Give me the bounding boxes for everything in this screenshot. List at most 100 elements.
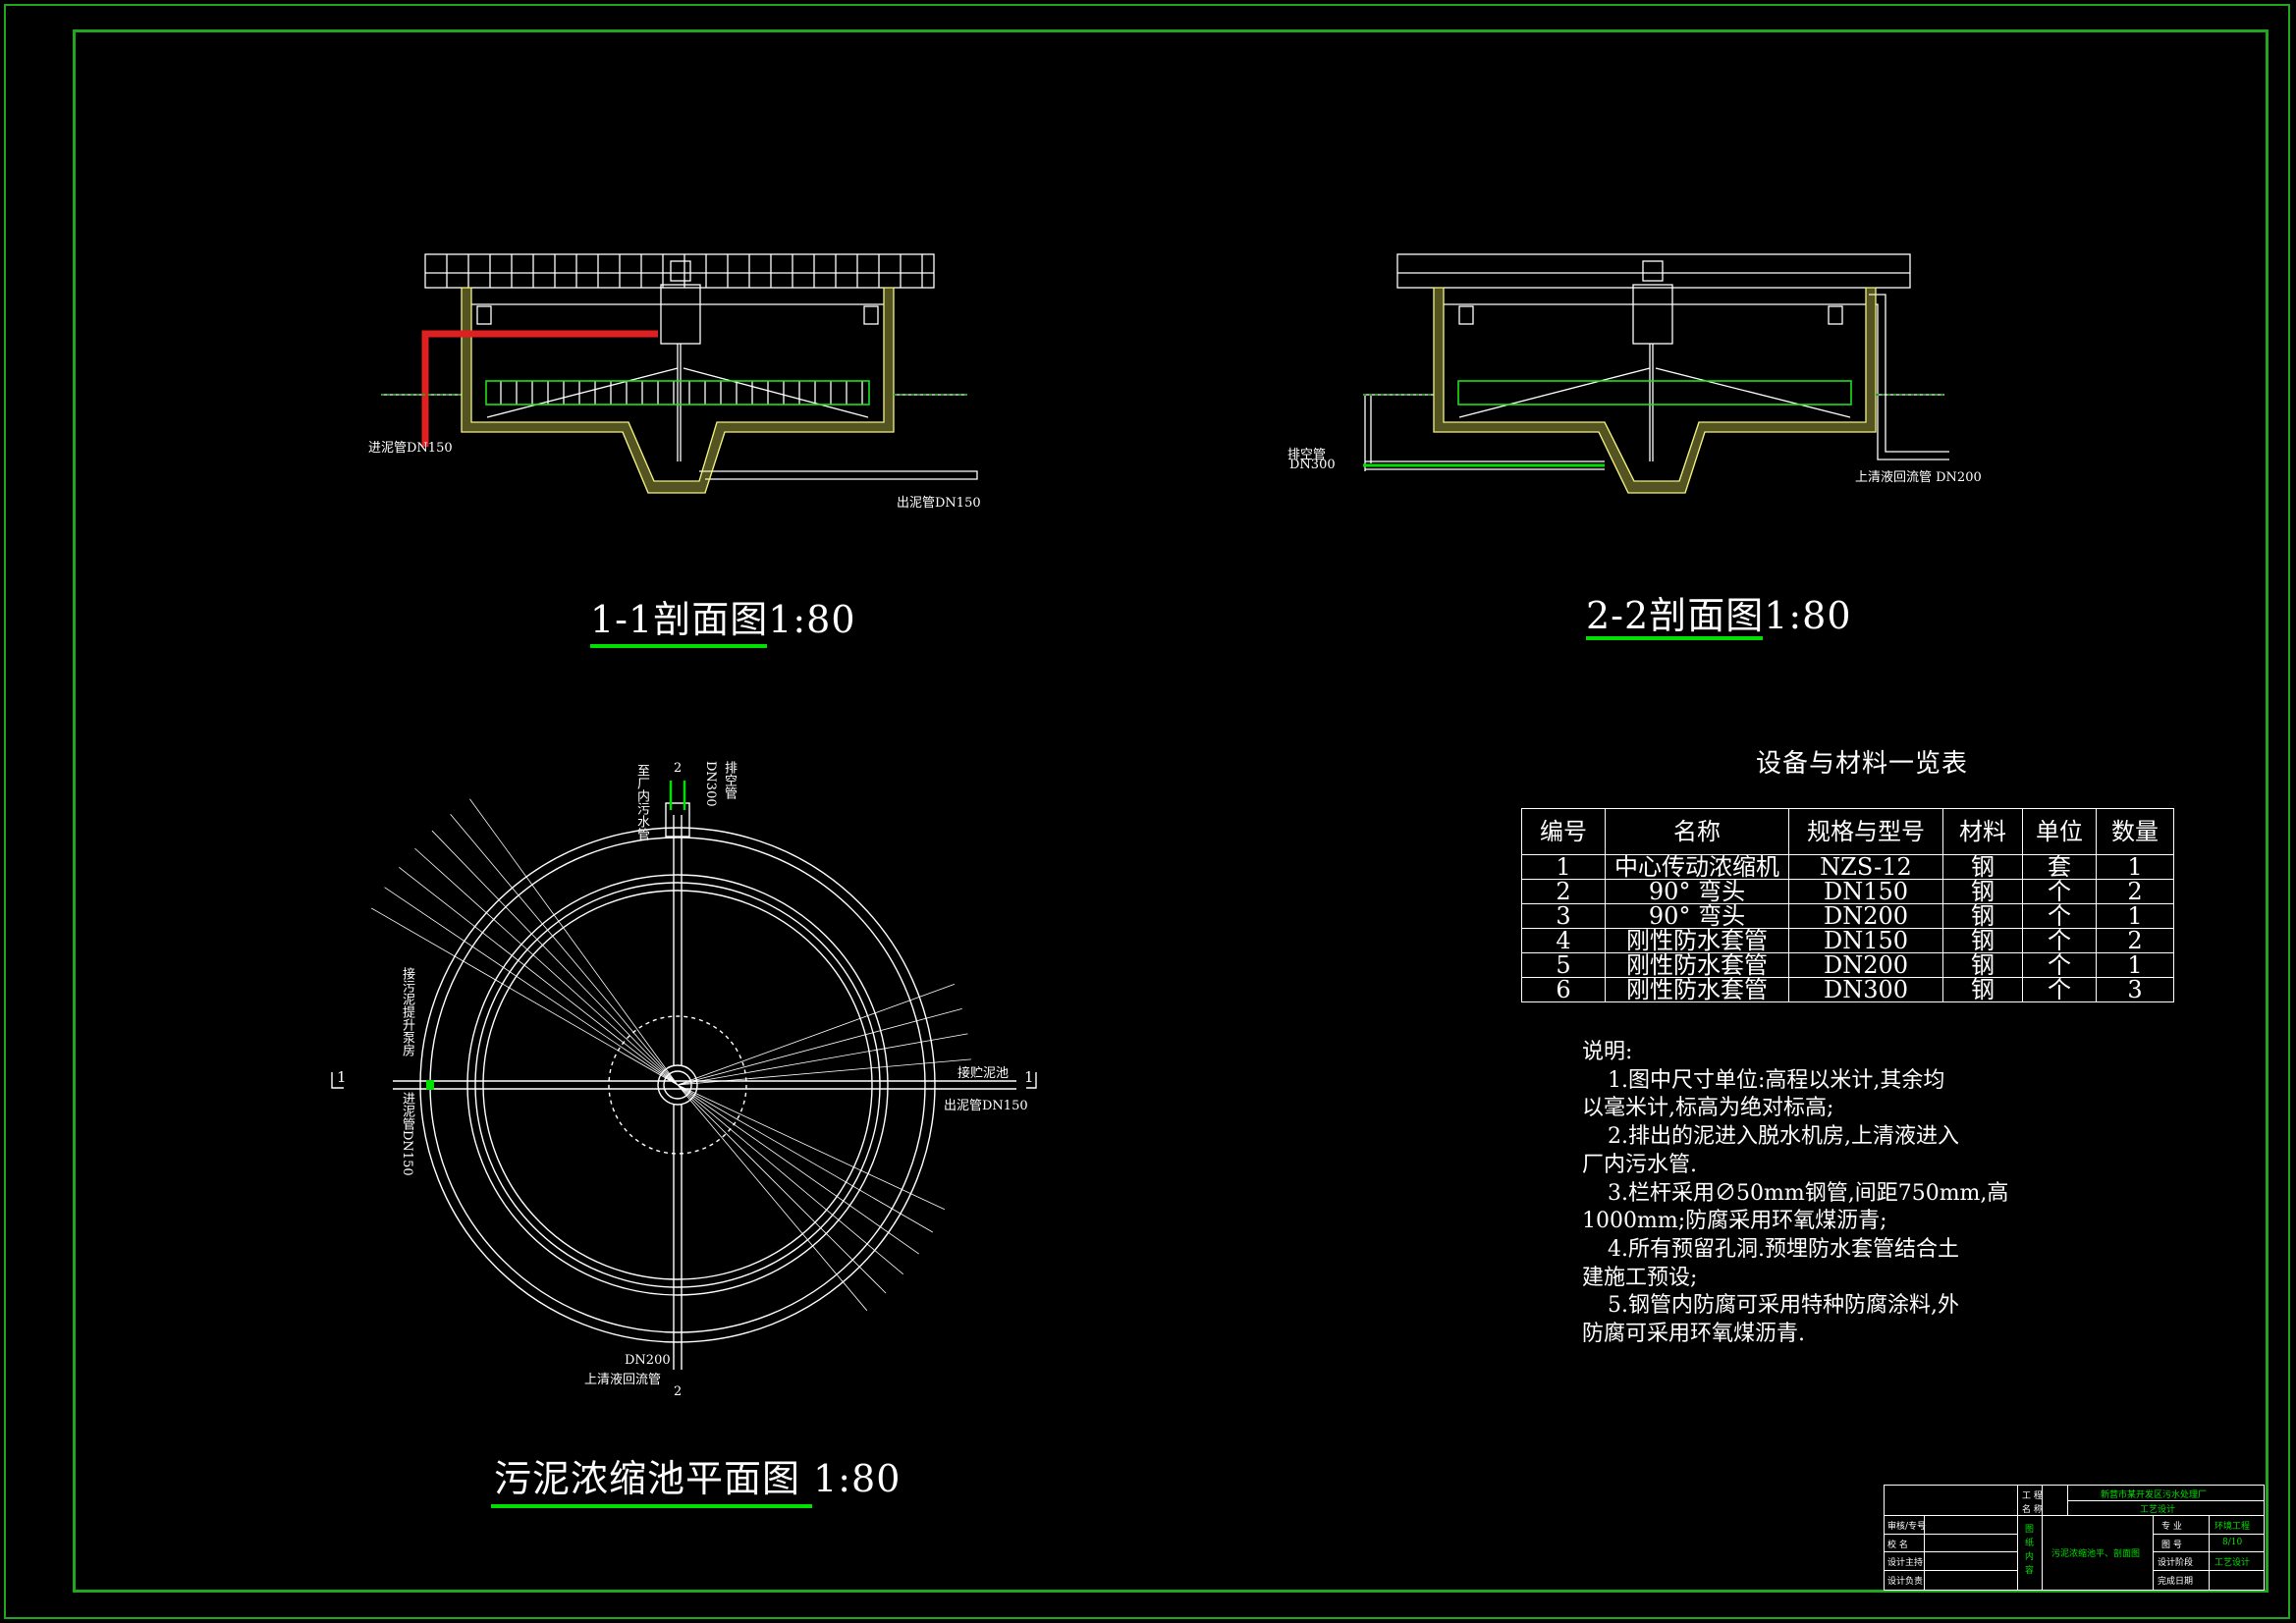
- plan-left-mark: 1: [337, 1068, 347, 1086]
- table-cell: 刚性防水套管: [1605, 977, 1789, 1002]
- table-cell: NZS-12: [1788, 854, 1943, 880]
- table-cell: DN150: [1788, 879, 1943, 904]
- section-2-2-drawing: [1363, 253, 1949, 494]
- table-cell: 个: [2022, 879, 2097, 904]
- plan-right-outlet: 出泥管DN150: [944, 1099, 1028, 1113]
- notes-heading: 说明:: [1582, 1040, 1633, 1064]
- table-cell: DN200: [1788, 952, 1943, 978]
- return-pipe-label: 上清液回流管 DN200: [1855, 470, 1982, 485]
- plan-bottom-return: 上清液回流管: [584, 1373, 662, 1387]
- section-2-2-title: 2-2剖面图1:80: [1586, 594, 1852, 637]
- table-cell: 套: [2022, 854, 2097, 880]
- col-material: 材料: [1942, 808, 2023, 855]
- outer-frame: [4, 4, 2290, 1619]
- table-cell: 2: [1521, 879, 1606, 904]
- tb-specialty-value: 环境工程: [2214, 1522, 2251, 1532]
- title-block: 工 程 名 称 新营市某开发区污水处理厂 工艺设计 审核/专号 校 名 设计主持…: [1884, 1485, 2265, 1591]
- plan-top-mark: 2: [674, 761, 683, 776]
- tb-content-label: 图纸内容: [2025, 1525, 2035, 1576]
- table-cell: 刚性防水套管: [1605, 928, 1789, 953]
- plan-underline: [491, 1504, 812, 1508]
- table-cell: 90° 弯头: [1605, 903, 1789, 929]
- table-cell: 1: [2096, 952, 2174, 978]
- table-cell: 2: [2096, 928, 2174, 953]
- table-cell: DN200: [1788, 903, 1943, 929]
- table-cell: 90° 弯头: [1605, 879, 1789, 904]
- table-cell: 1: [1521, 854, 1606, 880]
- col-spec: 规格与型号: [1788, 808, 1943, 855]
- plan-top-drain: 排空管: [722, 761, 737, 799]
- table-cell: 钢: [1942, 854, 2023, 880]
- note-line: 1.图中尺寸单位:高程以米计,其余均: [1608, 1067, 1945, 1093]
- tb-design-stage: 工艺设计: [2140, 1505, 2176, 1515]
- table-header-row: 编号 名称 规格与型号 材料 单位 数量: [1521, 808, 2174, 855]
- table-cell: 钢: [1942, 879, 2023, 904]
- table-cell: 1: [2096, 903, 2174, 929]
- tb-stage-label: 设计阶段: [2158, 1558, 2194, 1568]
- col-qty: 数量: [2096, 808, 2174, 855]
- col-number: 编号: [1521, 808, 1606, 855]
- note-line: 建施工预设;: [1582, 1265, 1698, 1290]
- table-cell: 4: [1521, 928, 1606, 953]
- table-cell: 6: [1521, 977, 1606, 1002]
- section-1-1-drawing: [381, 253, 978, 494]
- table-cell: 3: [2096, 977, 2174, 1002]
- table-cell: 3: [1521, 903, 1606, 929]
- tb-row: 设计主持: [1887, 1558, 1924, 1568]
- table-cell: 钢: [1942, 952, 2023, 978]
- equipment-table-title: 设备与材料一览表: [1756, 749, 1969, 779]
- table-cell: 1: [2096, 854, 2174, 880]
- table-cell: 个: [2022, 977, 2097, 1002]
- section-1-1-underline: [590, 644, 767, 648]
- table-cell: 钢: [1942, 928, 2023, 953]
- plan-left-room: 接污泥提升泵房: [400, 967, 414, 1056]
- plan-drawing: [331, 781, 1037, 1370]
- note-line: 1000mm;防腐采用环氧煤沥青;: [1582, 1209, 1887, 1234]
- tb-stage-value: 工艺设计: [2214, 1558, 2251, 1568]
- table-cell: 钢: [1942, 903, 2023, 929]
- table-cell: 刚性防水套管: [1605, 952, 1789, 978]
- note-line: 以毫米计,标高为绝对标高;: [1582, 1096, 1834, 1121]
- col-unit: 单位: [2022, 808, 2097, 855]
- tb-specialty-label: 专 业: [2161, 1522, 2182, 1532]
- table-cell: 5: [1521, 952, 1606, 978]
- outlet-pipe-label: 出泥管DN150: [897, 496, 981, 511]
- plan-top-factory: 至厂内污水管: [634, 764, 649, 840]
- note-line: 3.栏杆采用∅50mm钢管,间距750mm,高: [1608, 1180, 2009, 1206]
- table-cell: 个: [2022, 903, 2097, 929]
- notes: 说明: 1.图中尺寸单位:高程以米计,其余均 以毫米计,标高为绝对标高; 2.排…: [1582, 1039, 2009, 1349]
- table-cell: 个: [2022, 952, 2097, 978]
- inlet-pipe-label: 进泥管DN150: [368, 441, 453, 456]
- table-cell: DN150: [1788, 928, 1943, 953]
- section-2-2-underline: [1586, 636, 1763, 640]
- tb-row: 设计负责: [1887, 1577, 1924, 1587]
- tb-project-label: 工 程: [2022, 1491, 2043, 1501]
- tb-drawing-no-value: 8/10: [2222, 1538, 2243, 1547]
- drain-pipe-label: 排空管: [1287, 448, 1327, 462]
- plan-right-tank: 接贮泥池: [957, 1066, 1010, 1081]
- table-cell: 2: [2096, 879, 2174, 904]
- note-line: 厂内污水管.: [1582, 1152, 1697, 1177]
- note-line: 防腐可采用环氧煤沥青.: [1582, 1322, 1805, 1347]
- drain-pipe-size: DN300: [1289, 458, 1336, 472]
- note-line: 4.所有预留孔洞.预埋防水套管结合土: [1608, 1236, 1959, 1262]
- tb-drawing-no-label: 图 号: [2161, 1541, 2182, 1550]
- table-cell: 钢: [1942, 977, 2023, 1002]
- tb-drawing-title: 污泥浓缩池平、剖面图: [2051, 1549, 2141, 1559]
- section-1-1-title: 1-1剖面图1:80: [590, 598, 856, 641]
- tb-row: 校 名: [1887, 1541, 1908, 1550]
- plan-right-mark: 1: [1024, 1068, 1034, 1086]
- plan-top-size: DN300: [703, 761, 718, 807]
- tb-name-label: 名 称: [2022, 1505, 2043, 1515]
- note-line: 2.排出的泥进入脱水机房,上清液进入: [1608, 1124, 1959, 1150]
- plan-left-inlet: 进泥管DN150: [400, 1092, 414, 1176]
- table-cell: 个: [2022, 928, 2097, 953]
- plan-bottom-size: DN200: [625, 1353, 671, 1368]
- tb-date-label: 完成日期: [2158, 1577, 2194, 1587]
